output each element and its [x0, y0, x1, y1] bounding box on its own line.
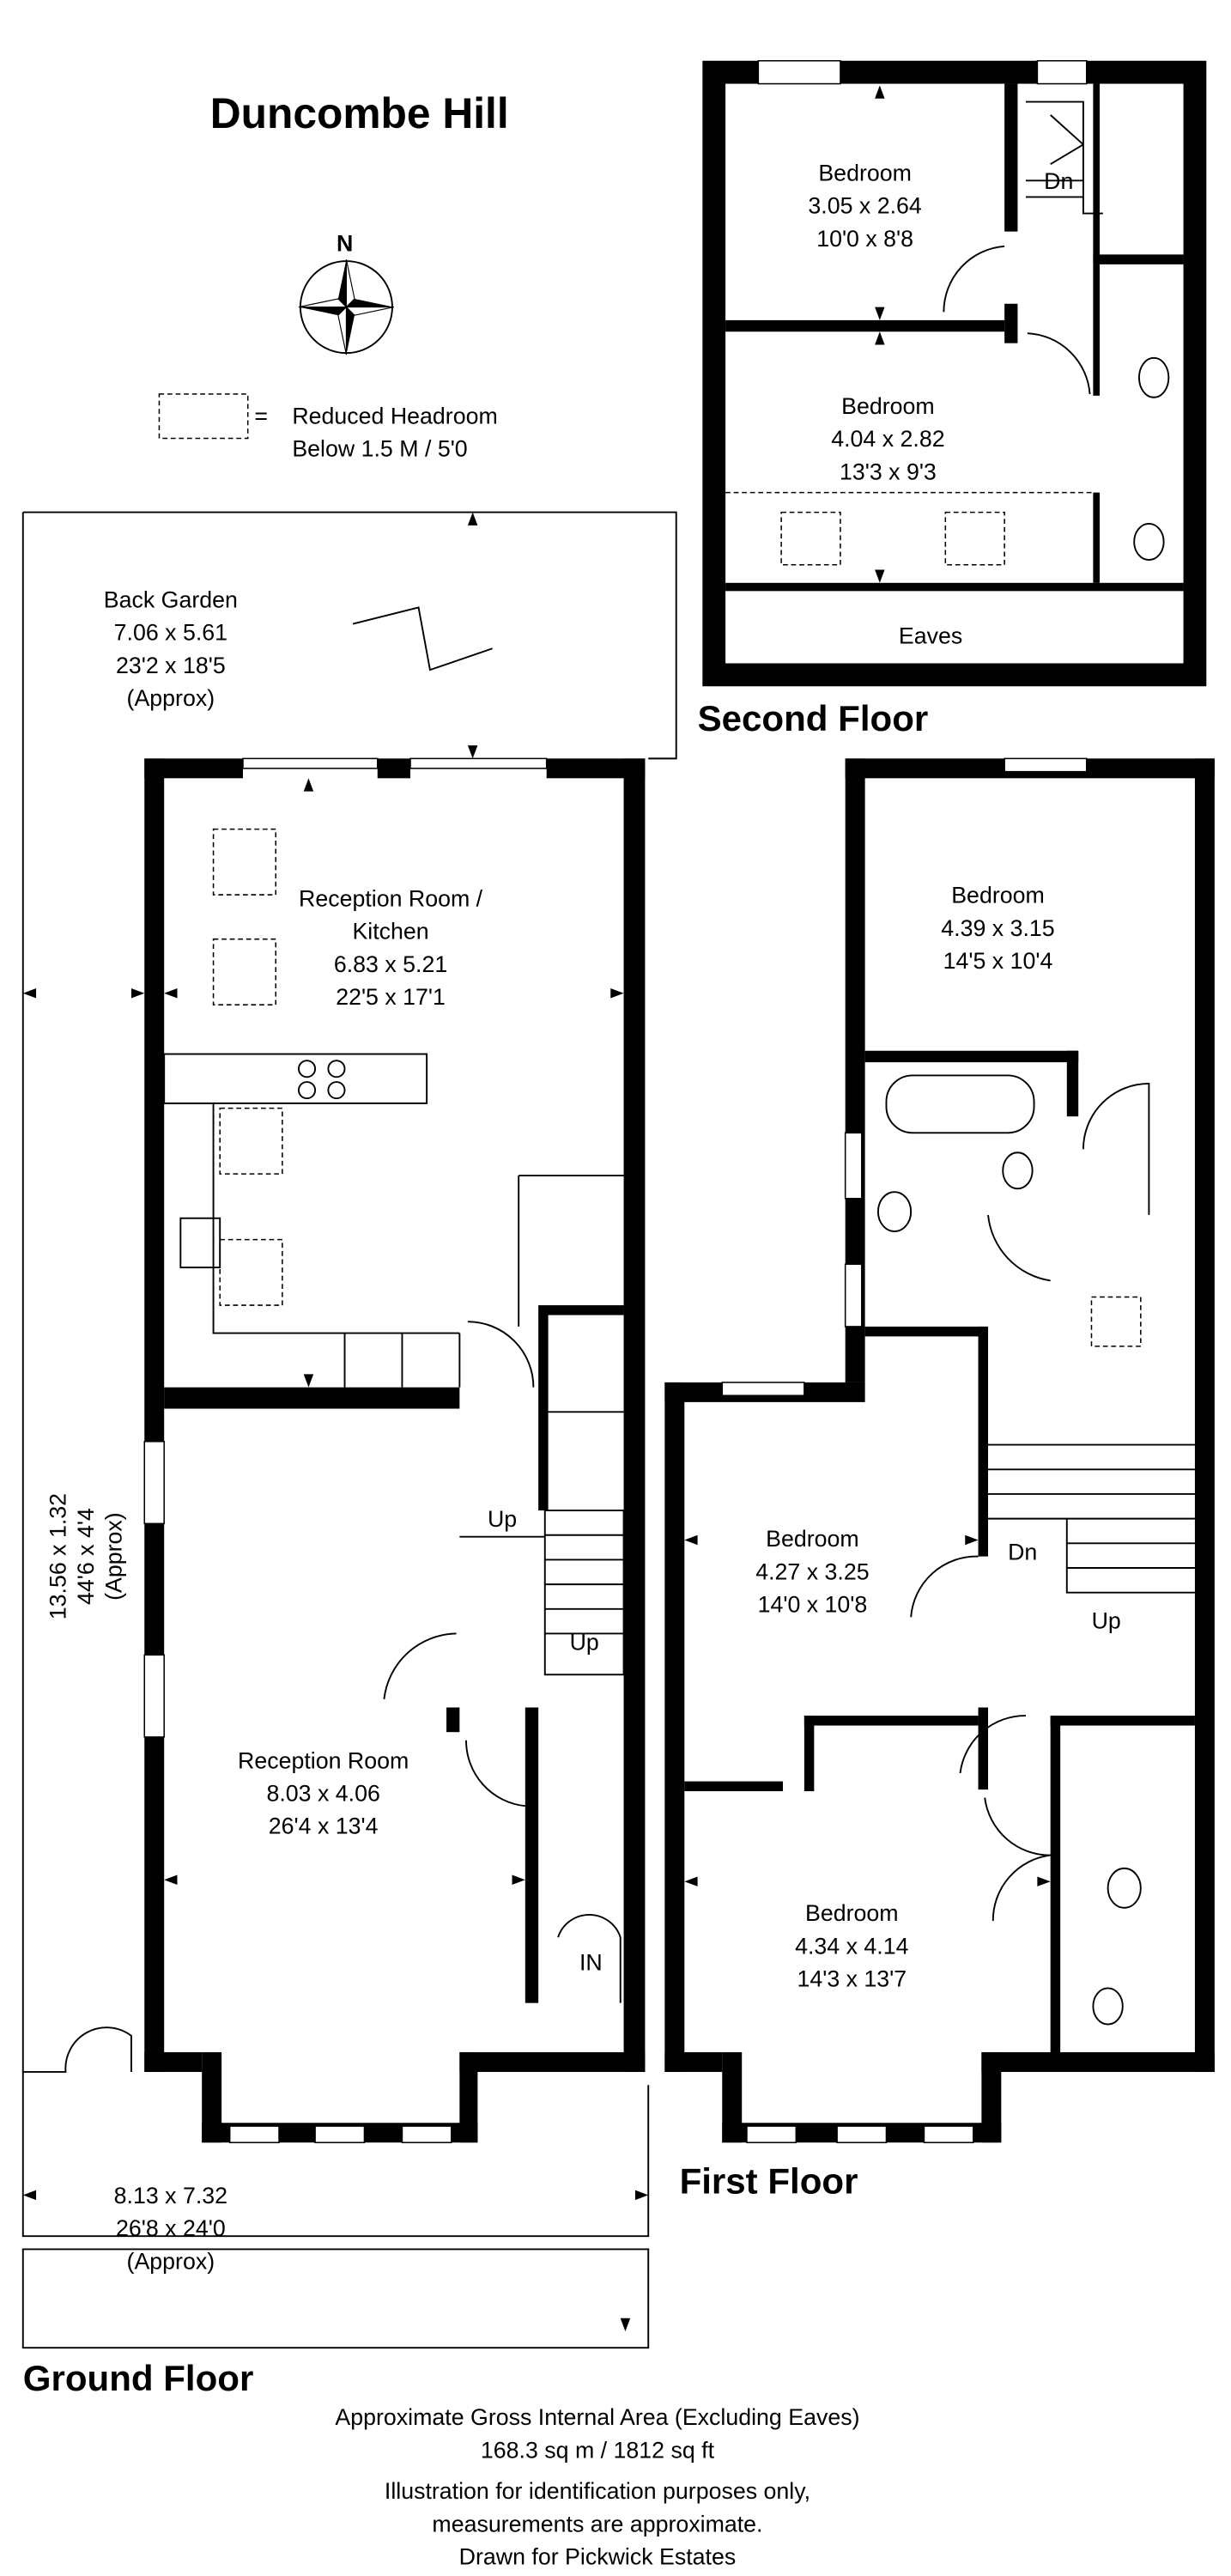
legend-line1: Reduced Headroom: [292, 403, 497, 428]
page-title: Duncombe Hill: [210, 89, 509, 137]
door-icon: [910, 1555, 979, 1618]
front-garden-imperial: 26'8 x 24'0: [116, 2215, 226, 2241]
disclaimer-line1: Illustration for identification purposes…: [385, 2478, 810, 2504]
ground-floor-plan: Back Garden 7.06 x 5.61 23'2 x 18'5 (App…: [21, 511, 677, 2349]
stairs-icon: [1026, 100, 1103, 215]
door-icon: [987, 1214, 1051, 1282]
area-value: 168.3 sq m / 1812 sq ft: [481, 2437, 715, 2463]
second-floor-label: Second Floor: [698, 698, 929, 738]
entrance-label: IN: [579, 1949, 603, 1975]
reception-name: Reception Room: [238, 1747, 409, 1773]
front-garden-note: (Approx): [127, 2248, 215, 2274]
room-imperial: 14'3 x 13'7: [797, 1966, 907, 1992]
first-floor-plan: Bedroom 4.39 x 3.15 14'5 x 10'4 Bedroom …: [664, 757, 1215, 2143]
door-icon: [383, 1632, 457, 1700]
room-metric: 4.39 x 3.15: [941, 915, 1054, 941]
door-icon: [467, 1321, 535, 1388]
second-floor-plan: Bedroom 3.05 x 2.64 10'0 x 8'8 Bedroom 4…: [702, 60, 1207, 687]
back-garden-metric: 7.06 x 5.61: [114, 620, 227, 646]
side-return-note: (Approx): [100, 1512, 126, 1601]
basin-icon: [1107, 1867, 1142, 1909]
area-label: Approximate Gross Internal Area (Excludi…: [335, 2404, 859, 2430]
disclaimer-line2: measurements are approximate.: [432, 2511, 762, 2537]
kitchen-name: Reception Room /: [299, 885, 483, 911]
stairs-down-label: Dn: [1008, 1539, 1037, 1564]
room-name: Bedroom: [805, 1900, 899, 1926]
door-icon: [1027, 332, 1091, 394]
room-imperial: 14'0 x 10'8: [758, 1592, 868, 1618]
hob-icon: [298, 1060, 346, 1100]
kitchen-metric: 6.83 x 5.21: [334, 951, 447, 977]
compass-icon: N: [298, 231, 394, 355]
back-garden-note: (Approx): [127, 685, 215, 711]
credit: Drawn for Pickwick Estates: [459, 2544, 737, 2570]
room-imperial: 13'3 x 9'3: [840, 459, 937, 484]
door-icon: [1082, 1082, 1150, 1215]
room-imperial: 14'5 x 10'4: [943, 948, 1053, 974]
compass-north-label: N: [337, 231, 353, 257]
basin-icon: [876, 1191, 913, 1232]
stairs-up-label: Up: [1092, 1608, 1121, 1634]
room-name: Bedroom: [818, 160, 912, 185]
first-floor-label: First Floor: [680, 2160, 858, 2201]
side-return-metric: 13.56 x 1.32: [45, 1493, 70, 1619]
front-door-icon[interactable]: [557, 1914, 622, 2003]
stairs-icon: [459, 1510, 625, 1676]
legend: = Reduced Headroom Below 1.5 M / 5'0: [158, 393, 498, 462]
door-icon: [984, 1797, 1051, 1856]
stairs-down-label: Dn: [1044, 168, 1073, 194]
door-icon: [943, 245, 1005, 313]
room-metric: 4.27 x 3.25: [755, 1558, 869, 1584]
bathtub-icon: [885, 1074, 1035, 1134]
toilet-icon: [1133, 523, 1165, 561]
kitchen-name-2: Kitchen: [352, 919, 428, 945]
side-return-imperial: 44'6 x 4'4: [73, 1508, 99, 1605]
door-icon: [465, 1740, 525, 1807]
room-name: Bedroom: [841, 393, 935, 419]
room-name: Bedroom: [766, 1526, 859, 1552]
sink-icon: [179, 1217, 221, 1269]
room-name: Bedroom: [951, 883, 1045, 908]
door-icon: [991, 1854, 1051, 1922]
stairs-icon: [988, 1443, 1195, 1594]
room-metric: 3.05 x 2.64: [808, 193, 921, 219]
legend-equals: =: [254, 403, 268, 428]
dimension-arrows: [22, 85, 1051, 2332]
reception-imperial: 26'4 x 13'4: [269, 1814, 379, 1839]
front-garden-metric: 8.13 x 7.32: [114, 2183, 227, 2208]
room-name-eaves: Eaves: [899, 623, 962, 649]
toilet-icon: [1002, 1151, 1034, 1190]
legend-line2: Below 1.5 M / 5'0: [292, 436, 467, 462]
basin-icon: [1137, 356, 1170, 398]
room-metric: 4.04 x 2.82: [831, 426, 944, 452]
stairs-up-label: Up: [570, 1630, 599, 1656]
reduced-headroom-swatch: [158, 393, 249, 440]
ground-floor-label: Ground Floor: [23, 2358, 254, 2398]
door-icon: [959, 1715, 1027, 1774]
room-imperial: 10'0 x 8'8: [816, 226, 913, 252]
back-garden-imperial: 23'2 x 18'5: [116, 653, 226, 678]
stairs-up-label: Up: [488, 1506, 517, 1532]
kitchen-imperial: 22'5 x 17'1: [336, 984, 446, 1010]
toilet-icon: [1092, 1987, 1124, 2026]
back-garden-name: Back Garden: [104, 586, 238, 612]
room-metric: 4.34 x 4.14: [795, 1933, 908, 1959]
reception-metric: 8.03 x 4.06: [266, 1780, 379, 1806]
